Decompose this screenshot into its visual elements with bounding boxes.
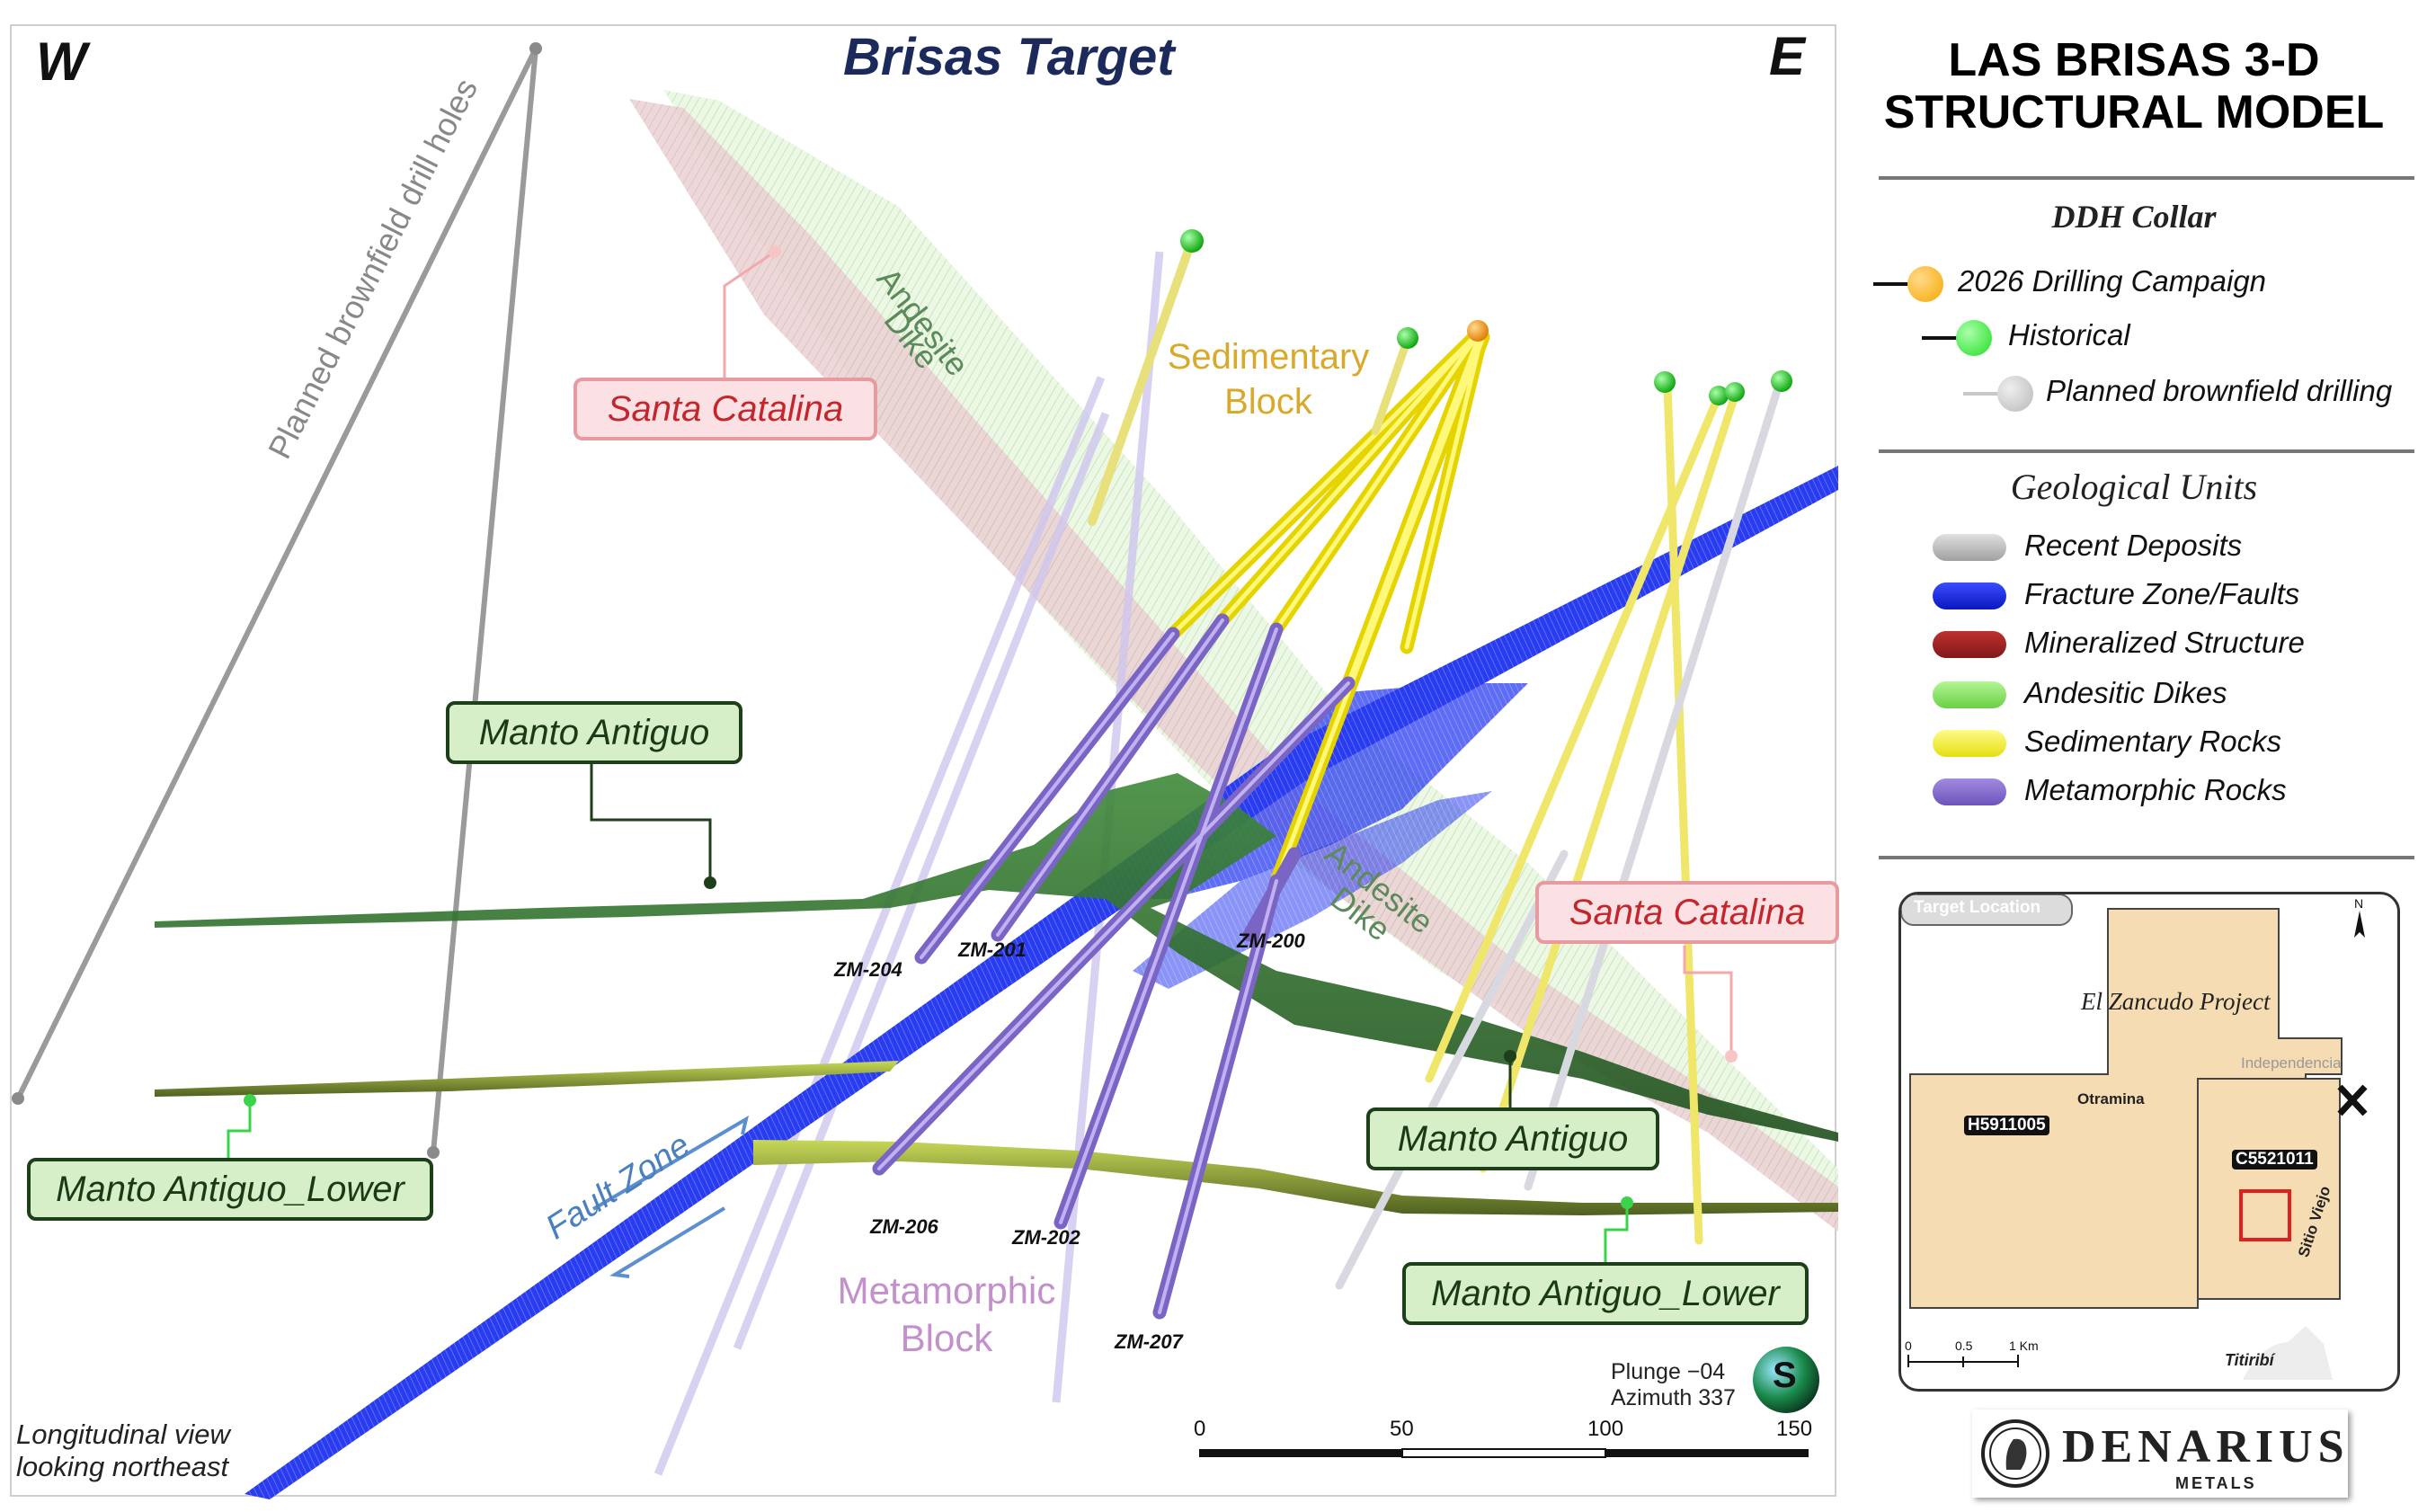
scale-tick-100: 100 bbox=[1587, 1417, 1624, 1441]
location-inset-map: Target Location El Zancudo Project Otram… bbox=[1898, 892, 2400, 1392]
inset-independencia: Independencia bbox=[2241, 1054, 2342, 1072]
inset-header: Target Location bbox=[1914, 898, 2041, 917]
collar-line-2026 bbox=[1873, 282, 1924, 286]
unit-fracture-zone: Fracture Zone/Faults bbox=[2024, 577, 2300, 610]
hole-label-zm-206: ZM-206 bbox=[870, 1215, 938, 1238]
collar-line-historical bbox=[1922, 336, 1972, 340]
inset-title-h5911005: H5911005 bbox=[1964, 1116, 2049, 1135]
company-logo: DENARIUS METALS bbox=[1972, 1410, 2348, 1498]
metamorphic-block-label: Metamorphic Block bbox=[825, 1267, 1068, 1362]
view-note-line1: Longitudinal view bbox=[16, 1419, 230, 1450]
manto-antiguo-label-upper: Manto Antiguo bbox=[446, 701, 742, 764]
inset-graphic bbox=[1901, 894, 2368, 1380]
santa-catalina-label-upper: Santa Catalina bbox=[573, 378, 877, 440]
swatch-sedimentary-rocks bbox=[1933, 730, 2006, 757]
hole-label-zm-201: ZM-201 bbox=[958, 938, 1027, 961]
fault-zone-arrows bbox=[591, 1115, 750, 1278]
sedimentary-block-label: Sedimentary Block bbox=[1165, 334, 1372, 424]
sedimentary-block-line2: Block bbox=[1224, 382, 1312, 422]
logo-name: DENARIUS bbox=[2062, 1421, 2350, 1472]
separator-2 bbox=[1879, 449, 2414, 453]
collar-line-planned bbox=[1963, 392, 2014, 396]
logo-sub: METALS bbox=[2175, 1474, 2257, 1492]
drill-hole-traces bbox=[872, 238, 1784, 1320]
scale-tick-150: 150 bbox=[1776, 1417, 1813, 1441]
inset-scale-1km: 1 Km bbox=[2009, 1339, 2039, 1353]
inset-otramina: Otramina bbox=[2077, 1090, 2145, 1107]
panel-title: LAS BRISAS 3-D STRUCTURAL MODEL bbox=[1841, 34, 2427, 138]
swatch-fracture-zone bbox=[1933, 583, 2006, 609]
manto-antiguo-label-lower: Manto Antiguo bbox=[1366, 1107, 1659, 1170]
compass-letter: S bbox=[1773, 1356, 1797, 1395]
swatch-recent-deposits bbox=[1933, 534, 2006, 561]
unit-mineralized-structure: Mineralized Structure bbox=[2024, 626, 2305, 659]
plunge-value: Plunge −04 bbox=[1611, 1359, 1726, 1384]
orientation-readout: Plunge −04 Azimuth 337 bbox=[1611, 1359, 1736, 1411]
inset-project-label: El Zancudo Project bbox=[2081, 988, 2271, 1015]
scale-tick-50: 50 bbox=[1390, 1417, 1414, 1441]
andesite-dike-surface bbox=[663, 90, 1838, 1223]
unit-sedimentary-rocks: Sedimentary Rocks bbox=[2024, 725, 2282, 758]
inset-north: N bbox=[2354, 896, 2364, 911]
hole-label-zm-202: ZM-202 bbox=[1012, 1226, 1080, 1249]
hole-label-zm-207: ZM-207 bbox=[1115, 1330, 1183, 1353]
east-label: E bbox=[1769, 26, 1806, 86]
inset-scale-05: 0.5 bbox=[1955, 1339, 1973, 1353]
manto-antiguo-lower-surface bbox=[155, 1061, 1838, 1215]
collars bbox=[1180, 229, 1792, 405]
sedimentary-block-line1: Sedimentary bbox=[1167, 337, 1370, 377]
collar-2026-label: 2026 Drilling Campaign bbox=[1958, 264, 2267, 298]
units-heading: Geological Units bbox=[2010, 467, 2258, 507]
scale-tick-0: 0 bbox=[1194, 1417, 1206, 1441]
swatch-andesitic-dikes bbox=[1933, 681, 2006, 708]
inset-titiribi: Titiribí bbox=[2225, 1351, 2274, 1369]
manto-antiguo-lower-label-left: Manto Antiguo_Lower bbox=[27, 1158, 433, 1221]
unit-recent-deposits: Recent Deposits bbox=[2024, 529, 2243, 562]
hole-label-zm-204: ZM-204 bbox=[834, 958, 902, 981]
collar-heading: DDH Collar bbox=[2051, 199, 2217, 235]
metamorphic-block-line1: Metamorphic bbox=[837, 1269, 1056, 1312]
santa-catalina-surface bbox=[629, 99, 1838, 1232]
west-label: W bbox=[36, 31, 87, 92]
separator-3 bbox=[1879, 856, 2414, 859]
azimuth-value: Azimuth 337 bbox=[1611, 1384, 1736, 1410]
unit-metamorphic-rocks: Metamorphic Rocks bbox=[2024, 773, 2287, 806]
view-note-line2: looking northeast bbox=[16, 1450, 229, 1482]
inset-title-c5521011: C5521011 bbox=[2232, 1150, 2317, 1170]
view-frame bbox=[10, 24, 1836, 1497]
swatch-mineralized-structure bbox=[1933, 631, 2006, 658]
unit-andesitic-dikes: Andesitic Dikes bbox=[2024, 676, 2227, 709]
planned-drill-holes bbox=[12, 42, 542, 1159]
collar-2026-icon bbox=[1907, 266, 1943, 302]
leader-lines bbox=[227, 245, 1738, 1262]
scale-bar bbox=[1199, 1448, 1809, 1458]
collar-planned-icon bbox=[1997, 376, 2033, 412]
separator-1 bbox=[1879, 176, 2414, 180]
metamorphic-block-line2: Block bbox=[900, 1316, 993, 1359]
diagram-title: Brisas Target bbox=[843, 28, 1175, 86]
manto-antiguo-lower-label-right: Manto Antiguo_Lower bbox=[1402, 1262, 1809, 1325]
legend-panel: LAS BRISAS 3-D STRUCTURAL MODEL DDH Coll… bbox=[1841, 0, 2427, 1512]
view-note: Longitudinal view looking northeast bbox=[16, 1419, 230, 1482]
compass-sphere bbox=[1753, 1347, 1819, 1413]
structural-model-view: W E Brisas Target Planned brownfield dri… bbox=[10, 24, 1839, 1499]
logo-emblem-icon bbox=[1981, 1419, 2049, 1488]
panel-title-line2: STRUCTURAL MODEL bbox=[1883, 86, 2385, 139]
inset-scale-0: 0 bbox=[1905, 1339, 1912, 1353]
hole-label-zm-200: ZM-200 bbox=[1237, 929, 1305, 952]
collar-planned-label: Planned brownfield drilling bbox=[2046, 374, 2393, 407]
collar-historical-icon bbox=[1956, 320, 1992, 356]
swatch-metamorphic-rocks bbox=[1933, 778, 2006, 805]
panel-title-line1: LAS BRISAS 3-D bbox=[1948, 34, 2320, 86]
collar-historical-label: Historical bbox=[2008, 318, 2130, 351]
santa-catalina-label-lower: Santa Catalina bbox=[1535, 881, 1839, 944]
